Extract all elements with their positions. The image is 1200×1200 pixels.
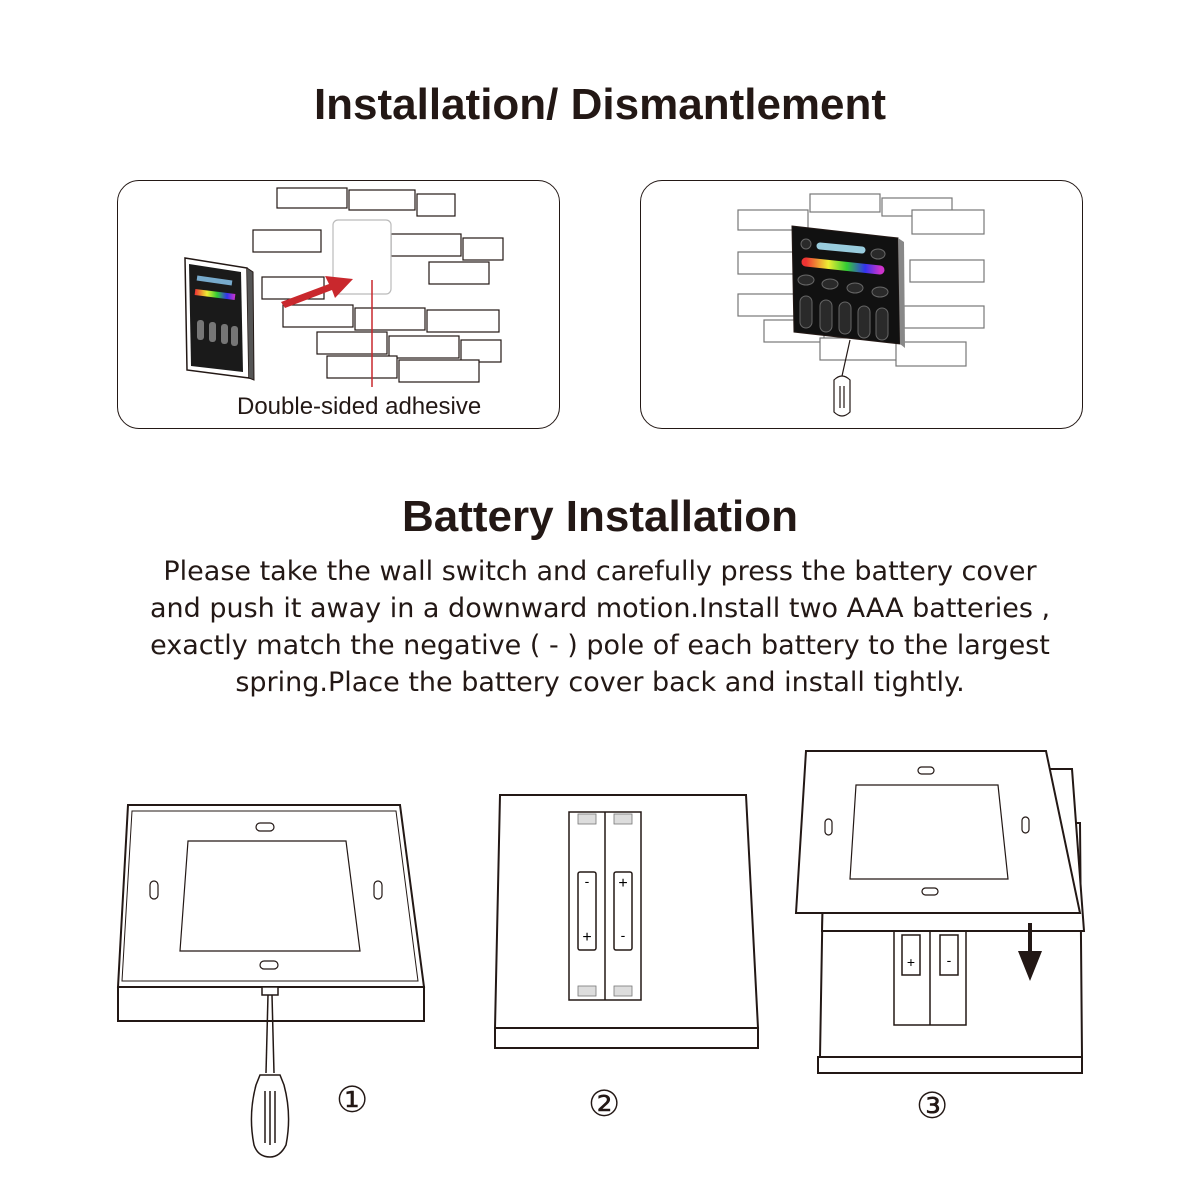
step2-illustration: - + + - xyxy=(493,794,760,1049)
adhesive-pad xyxy=(332,219,392,295)
wall-remote-icon xyxy=(184,257,255,381)
wall-remote-icon xyxy=(791,225,905,348)
minus-sign: - xyxy=(947,952,952,968)
brick-wall-icon xyxy=(737,193,985,367)
battery-icon xyxy=(613,871,633,951)
plus-sign: + xyxy=(582,929,591,946)
step3-illustration: + - xyxy=(794,750,1086,1074)
battery-title: Battery Installation xyxy=(401,492,799,541)
installation-title: Installation/ Dismantlement xyxy=(313,80,887,129)
instruction-line: and push it away in a downward motion.In… xyxy=(149,593,1051,624)
step-2-marker: ② xyxy=(588,1084,621,1125)
removal-illustration xyxy=(737,193,985,417)
instruction-line: Please take the wall switch and carefull… xyxy=(163,556,1037,587)
step-1-marker: ① xyxy=(336,1080,369,1121)
battery-icon xyxy=(901,934,921,976)
plus-sign: + xyxy=(907,954,915,970)
step-3-marker: ③ xyxy=(916,1086,949,1127)
battery-compartment xyxy=(568,811,642,1001)
adhesive-install-illustration xyxy=(184,187,504,387)
screwdriver-icon xyxy=(250,986,290,1158)
instruction-line: spring.Place the battery cover back and … xyxy=(235,667,965,698)
battery-cover xyxy=(794,750,1086,932)
screwdriver-icon xyxy=(833,339,851,417)
down-arrow-icon xyxy=(1018,923,1042,981)
battery-icon xyxy=(577,871,597,951)
brick-wall-icon xyxy=(252,187,504,383)
minus-sign: - xyxy=(621,927,626,943)
adhesive-label: Double-sided adhesive xyxy=(237,393,482,420)
minus-sign: - xyxy=(585,873,590,889)
battery-icon xyxy=(939,934,959,976)
plus-sign: + xyxy=(618,875,627,892)
step1-illustration xyxy=(116,804,426,1158)
arrow-icon xyxy=(281,276,353,308)
instruction-line: exactly match the negative ( - ) pole of… xyxy=(150,630,1050,661)
battery-instructions: Please take the wall switch and carefull… xyxy=(0,553,1200,701)
